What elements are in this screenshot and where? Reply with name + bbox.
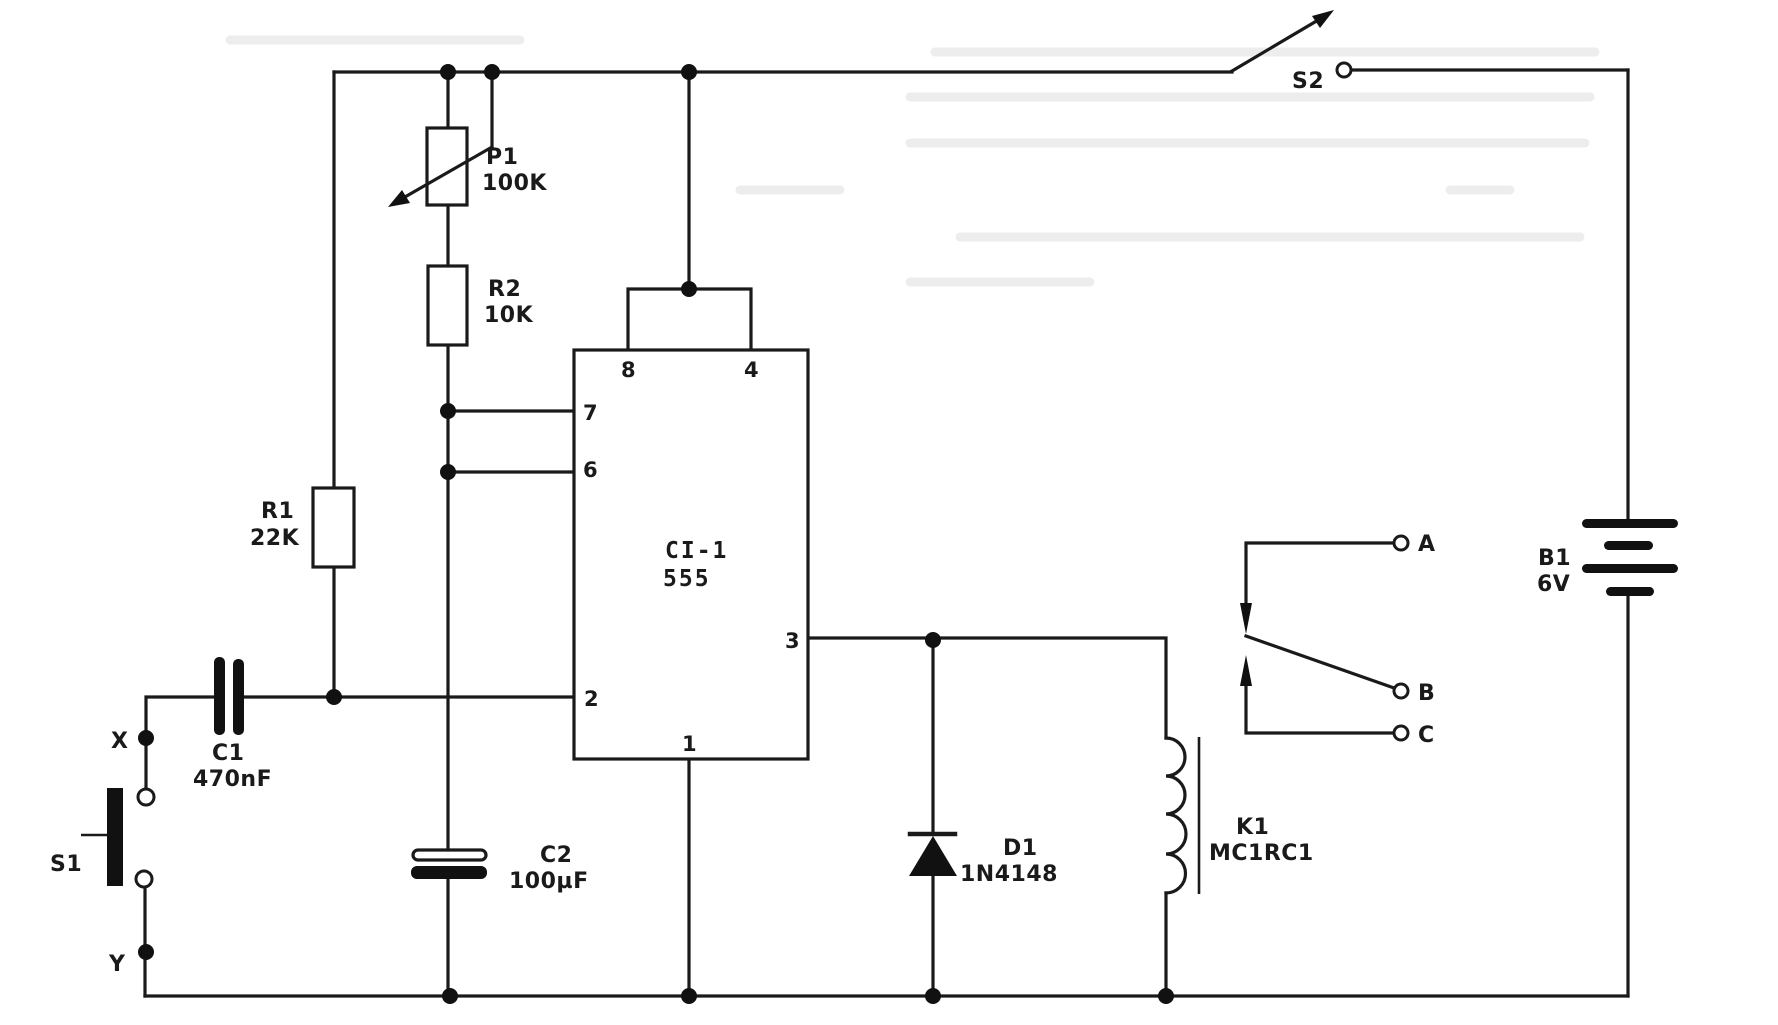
b1-value-label: 6V xyxy=(1537,572,1570,597)
s2-terminal xyxy=(1335,61,1353,79)
terminal-x-node xyxy=(138,730,154,746)
p1-wiper-arrowhead-icon xyxy=(388,190,410,207)
wires xyxy=(143,68,1630,998)
b1-plate-short-1 xyxy=(1604,541,1653,550)
wire-pin3-output xyxy=(806,636,1168,740)
terminal-y-node xyxy=(138,944,154,960)
s2-lever-arrowhead-icon xyxy=(1312,10,1334,28)
k1-contact-c-label: C xyxy=(1418,723,1435,748)
junction-node xyxy=(925,988,941,1004)
ic-555-timer: CI-1 555 8 4 7 6 2 3 1 xyxy=(572,348,810,761)
junction-node xyxy=(1158,988,1174,1004)
terminal-y-label: Y xyxy=(108,952,126,977)
ic-pin-3-label: 3 xyxy=(785,629,800,653)
c1-value-label: 470nF xyxy=(193,767,272,792)
c1-plate-right xyxy=(233,659,244,735)
diode-d1: D1 1N4148 xyxy=(907,831,1058,887)
potentiometer-p1: P1 100K xyxy=(388,126,547,207)
battery-b1: B1 6V xyxy=(1537,519,1678,597)
ic-pin-4-label: 4 xyxy=(744,358,759,382)
junction-node xyxy=(440,403,456,419)
junction-node xyxy=(326,689,342,705)
ic-body xyxy=(572,348,810,761)
k1-terminal-c xyxy=(1392,724,1410,742)
d1-anode-triangle-icon xyxy=(909,836,957,876)
b1-ref-label: B1 xyxy=(1538,546,1571,571)
c2-plate-positive xyxy=(411,848,488,862)
junction-node xyxy=(925,632,941,648)
c2-value-label: 100µF xyxy=(509,869,589,894)
b1-plate-long-1 xyxy=(1582,519,1678,528)
junction-node xyxy=(484,64,500,80)
s1-terminal-bottom xyxy=(134,869,154,889)
wire-x-to-c1 xyxy=(144,695,217,740)
b1-plate-short-2 xyxy=(1606,587,1654,596)
junction-node xyxy=(681,988,697,1004)
k1-coil-windings xyxy=(1164,736,1188,895)
r1-ref-label: R1 xyxy=(261,499,294,524)
junction-nodes xyxy=(326,64,1174,1004)
ic-pin-6-label: 6 xyxy=(583,458,598,482)
d1-ref-label: D1 xyxy=(1003,836,1038,861)
ic-pin-8-label: 8 xyxy=(621,358,636,382)
capacitor-c1: C1 470nF xyxy=(193,657,272,792)
terminals-xy: X Y xyxy=(108,729,154,977)
k1-arrow-up-icon xyxy=(1240,655,1252,686)
relay-k1-coil: K1 MC1RC1 xyxy=(1164,736,1314,895)
p1-ref-label: P1 xyxy=(486,145,518,170)
switch-s2: S2 xyxy=(1229,10,1353,94)
ic-pin-7-label: 7 xyxy=(583,401,598,425)
junction-node xyxy=(440,464,456,480)
c1-ref-label: C1 xyxy=(212,741,244,766)
k1-ref-label: K1 xyxy=(1236,815,1269,840)
c1-plate-left xyxy=(214,657,225,735)
ic-value-label: 555 xyxy=(663,566,711,592)
d1-value-label: 1N4148 xyxy=(960,862,1058,887)
r2-value-label: 10K xyxy=(484,303,534,328)
k1-terminal-b xyxy=(1392,682,1410,700)
resistor-r2: R2 10K xyxy=(426,264,534,347)
p1-value-label: 100K xyxy=(482,171,547,196)
ic-pin-2-label: 2 xyxy=(584,687,599,711)
junction-node xyxy=(442,988,458,1004)
p1-wiper-arrow-shaft xyxy=(395,144,495,204)
r1-value-label: 22K xyxy=(250,526,300,551)
k1-contact-a-line xyxy=(1244,541,1395,624)
ic-pin-1-label: 1 xyxy=(682,732,697,756)
k1-contact-a-label: A xyxy=(1418,532,1436,557)
s1-terminal-top xyxy=(136,787,156,807)
c2-ref-label: C2 xyxy=(540,843,572,868)
resistor-r1: R1 22K xyxy=(250,486,356,569)
r2-ref-label: R2 xyxy=(488,277,521,302)
terminal-x-label: X xyxy=(111,729,128,754)
pushbutton-s1: S1 xyxy=(50,787,156,889)
s2-ref-label: S2 xyxy=(1292,69,1324,94)
k1-arrow-down-icon xyxy=(1240,603,1252,634)
junction-node xyxy=(681,281,697,297)
k1-value-label: MC1RC1 xyxy=(1209,841,1314,866)
k1-common-arm xyxy=(1243,633,1397,691)
k1-contact-c-line xyxy=(1244,666,1395,735)
s1-actuator-bar xyxy=(107,788,123,886)
wire-pin8-pin4-bracket xyxy=(626,287,753,351)
s2-lever xyxy=(1229,13,1328,74)
paper-bleed-texture xyxy=(225,35,1600,287)
junction-node xyxy=(681,64,697,80)
relay-k1-contacts: A B C xyxy=(1240,532,1436,748)
r2-body xyxy=(426,264,469,347)
c2-plate-negative xyxy=(411,866,487,879)
junction-node xyxy=(440,64,456,80)
k1-terminal-a xyxy=(1392,534,1410,552)
s1-ref-label: S1 xyxy=(50,852,82,877)
ic-ref-label: CI-1 xyxy=(665,538,728,564)
k1-contact-b-label: B xyxy=(1418,681,1435,706)
capacitor-c2: C2 100µF xyxy=(411,843,589,894)
b1-plate-long-2 xyxy=(1582,564,1678,573)
r1-body xyxy=(311,486,356,569)
